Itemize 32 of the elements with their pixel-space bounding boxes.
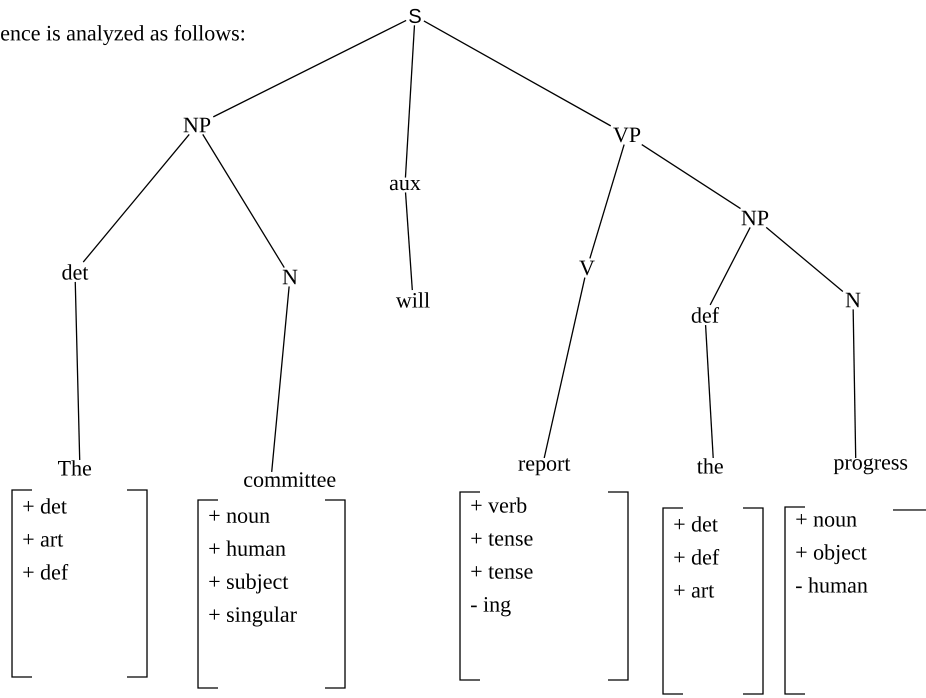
tree-branch — [202, 134, 285, 268]
tree-node-label: NP — [742, 210, 768, 226]
tree-branch — [82, 134, 190, 262]
tree-node-label: will — [396, 292, 430, 308]
tree-branch — [852, 309, 856, 458]
tree-node-label: V — [579, 260, 595, 276]
feature-matrix: progress + noun + object - human — [784, 458, 926, 695]
tree-node-label: aux — [390, 180, 421, 190]
tree-node-label: det — [62, 264, 88, 280]
tree-node-label: NP — [184, 118, 210, 132]
feature-matrix: the + det + def + art — [662, 458, 764, 695]
feature-matrix: The + det + art + def — [11, 460, 148, 678]
tree-node-label: S — [409, 8, 421, 24]
tree-branch — [710, 227, 751, 306]
tree-branch — [704, 325, 714, 458]
tree-branch — [424, 20, 612, 126]
tree-branch — [589, 144, 625, 259]
tree-branch — [641, 144, 741, 210]
tree-node-label: def — [692, 307, 720, 323]
feature-matrix: report + verb + tense + tense - ing — [459, 458, 629, 681]
tree-branch — [404, 25, 416, 178]
tree-branch — [271, 286, 290, 472]
tree-node-label: VP — [613, 128, 640, 142]
intro-text: ence is analyzed as follows: — [1, 24, 244, 46]
tree-branch — [74, 282, 80, 460]
feature-matrix: committee + noun + human + subject + singular — [197, 472, 346, 689]
tree-branch — [544, 277, 586, 458]
tree-node-label: N — [846, 292, 860, 308]
tree-branch — [766, 226, 844, 292]
tree-branch — [212, 20, 406, 118]
tree-node-label: N — [282, 270, 298, 284]
tree-branch — [404, 192, 413, 290]
